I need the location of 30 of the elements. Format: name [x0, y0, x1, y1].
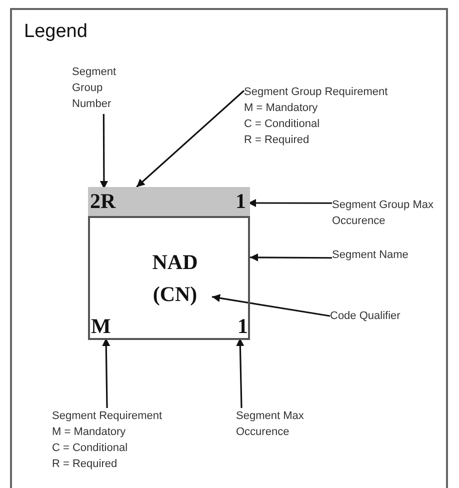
arrow [136, 90, 245, 188]
callout-text: Segment Group Max Occurence [332, 197, 444, 231]
arrow [248, 199, 332, 207]
callout-text: Segment Name [332, 247, 412, 281]
legend-title: Legend [24, 20, 88, 44]
callout-text: Segment Group Requirement [244, 85, 389, 100]
field-code: 2R [90, 187, 130, 215]
arrow [250, 253, 332, 262]
header-bar [88, 187, 250, 218]
callout-text: M = Mandatory [244, 101, 319, 116]
arrow [212, 294, 330, 317]
callout-text: R = Required [244, 133, 310, 148]
segment-box [88, 187, 250, 340]
arrow [102, 338, 110, 408]
field-code: 1 [232, 312, 248, 338]
qualifier-code: (CN) [138, 280, 212, 308]
segment-name: NAD [138, 248, 212, 276]
callout-text: Code Qualifier [330, 308, 434, 324]
callout-text: R = Required [52, 457, 118, 472]
callout-text: Segment Group Number [72, 64, 144, 114]
field-code: 1 [230, 187, 246, 215]
callout-text: Segment Requirement [52, 409, 164, 424]
callout-text: M = Mandatory [52, 425, 127, 440]
callout-text: Segment Max Occurence [236, 408, 346, 442]
legend-frame [10, 8, 448, 488]
arrow [236, 338, 244, 408]
arrow [100, 114, 108, 189]
callout-text: C = Conditional [244, 117, 321, 132]
callout-text: C = Conditional [52, 441, 129, 456]
field-code: M [91, 312, 121, 338]
